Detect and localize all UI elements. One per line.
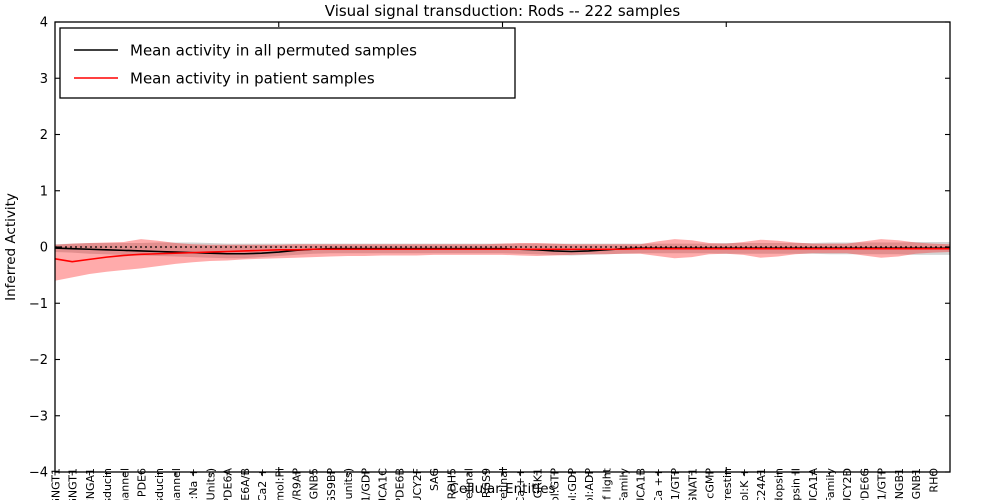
legend-box (59, 27, 516, 99)
x-category-label: mol:Na + (187, 468, 200, 500)
x-category-label: GNAT1 (686, 468, 699, 500)
x-category-label: mol:Ca2 + (256, 468, 269, 500)
x-category-label: Rhodopsin (772, 468, 785, 500)
x-category-label: Metarhodopsin II/Arrestin (721, 468, 734, 500)
x-category-label: absorption of light (600, 467, 613, 500)
x-category-label: PDE6G/GNAT1/GTP (876, 468, 889, 500)
x-category-label: PDE6A (222, 468, 235, 500)
x-category-label: GNAT1/GDP (359, 468, 372, 500)
x-category-label: mol:GMP (4 units) (342, 468, 355, 500)
x-axis-title: Cellular Entities (449, 481, 555, 497)
legend-label-permuted: Mean activity in all permuted samples (130, 42, 417, 60)
y-axis-title: Inferred Activity (3, 193, 19, 301)
legend-label-patient: Mean activity in patient samples (130, 70, 375, 88)
x-category-label: GC1/GCAP Family (824, 468, 837, 500)
x-category-label: mol:GTP (549, 468, 562, 500)
x-category-label: GNB1 (910, 468, 923, 499)
x-category-label: PDE6 (136, 468, 149, 497)
x-category-label: cGMP/CNG Channel (170, 468, 183, 500)
x-category-label: CNGA1 (84, 468, 97, 500)
x-category-label: RGS9 (480, 468, 493, 498)
chart-title: Visual signal transduction: Rods -- 222 … (325, 2, 681, 20)
x-category-label: mol:cGMP (704, 468, 717, 500)
x-category-label: RGS9BP (325, 468, 338, 500)
x-category-label: GUCA1A (807, 468, 820, 500)
x-category-label: mol:11-cis-retinal (463, 468, 476, 500)
x-category-label: GCAP Family/Ca ++ (652, 468, 665, 500)
x-category-label: mol:ADP (583, 468, 596, 500)
x-category-label: GRK1 (531, 468, 544, 498)
x-category-label: GUCY2F (411, 468, 424, 500)
x-category-label: mol:Ca ++ (514, 468, 527, 500)
y-tick-label: −2 (29, 353, 48, 368)
x-category-label: GNGT1 (50, 468, 63, 500)
x-category-label: GNB1/GNGT1 (67, 468, 80, 500)
x-category-label: SLC24A1 (755, 468, 768, 500)
y-tick-label: 4 (40, 16, 48, 31)
x-category-label: RHO (927, 468, 940, 493)
x-category-label: mol:K + (738, 468, 751, 500)
y-tick-label: −4 (29, 466, 48, 481)
x-category-label: PDE6G (858, 468, 871, 500)
y-tick-label: −3 (29, 409, 48, 424)
x-category-label: SAG (428, 468, 441, 491)
x-category-label: Metarhodopsin II (790, 468, 803, 500)
y-tick-label: 3 (40, 72, 48, 87)
x-category-label: RGS9-1/Gbeta5/R9AP (290, 468, 303, 500)
x-category-label: GNAT1/GTP (669, 468, 682, 500)
y-tick-label: −1 (29, 297, 48, 312)
y-tick-label: 1 (40, 184, 48, 199)
x-category-label: CNG Channel (118, 468, 131, 500)
confidence-band-permuted (55, 241, 950, 259)
x-category-label: PDE6B (394, 468, 407, 500)
x-category-label: Transducin (101, 468, 114, 500)
x-category-label: RDH5 (445, 468, 458, 499)
y-tick-label: 2 (40, 128, 48, 143)
x-category-label: CNGB1 (893, 468, 906, 500)
x-category-label: Metarhodopsin II/Transducin (153, 468, 166, 500)
x-category-label: mol:all-trans-retinal (497, 468, 510, 500)
x-category-label: GC2/GCAP Family (617, 468, 630, 500)
x-category-label: mol:Pi (273, 468, 286, 500)
x-category-label: GNB5 (308, 468, 321, 499)
x-category-label: GUCY2D (841, 468, 854, 500)
x-category-label: mol:GDP (566, 468, 579, 500)
y-tick-label: 0 (40, 241, 48, 256)
mean-line-patient (54, 247, 950, 263)
x-category-label: GUCA1C (377, 468, 390, 500)
x-category-label: Na + (4 Units) (204, 468, 217, 500)
x-category-label: GUCA1B (635, 468, 648, 500)
x-category-label: PDE6A/B (239, 468, 252, 500)
